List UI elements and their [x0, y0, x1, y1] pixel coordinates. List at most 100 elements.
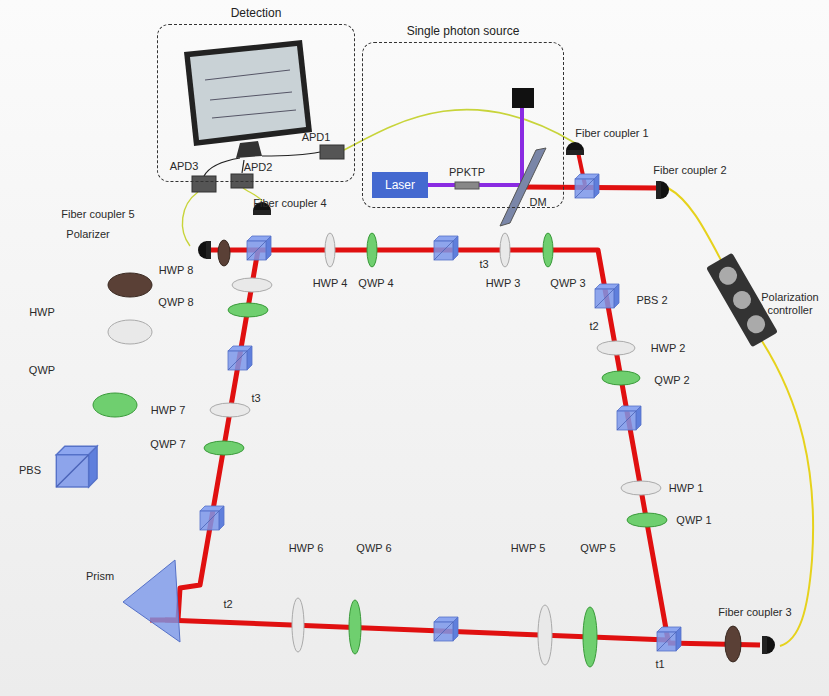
optic-part: [520, 106, 524, 185]
legend-label: Polarizer: [66, 228, 109, 240]
optic-part: [595, 284, 619, 308]
optic-part: [93, 393, 137, 417]
part-label: HWP 2: [651, 342, 686, 355]
optic-part: [716, 263, 741, 288]
optic-part: [165, 250, 668, 640]
part-label: Fiber coupler 2: [653, 164, 726, 177]
optic-part: [108, 273, 152, 297]
part-label: t2: [223, 598, 232, 611]
optic-part: [182, 192, 198, 246]
region-heading: Single photon source: [363, 24, 563, 38]
optic-part: [198, 241, 211, 259]
part-label: t2: [589, 320, 598, 333]
region-heading: Detection: [158, 6, 354, 20]
optic-part: [204, 158, 240, 176]
dashed-region: Single photon sourceLaser: [362, 42, 564, 208]
dashed-region: Detection: [157, 24, 355, 182]
waveplates: [93, 233, 741, 667]
beam: [150, 250, 760, 645]
part-label: Fiber coupler 1: [575, 127, 648, 140]
part-label: PBS 2: [636, 294, 667, 307]
optic-part: [538, 605, 552, 665]
optic-part: [247, 236, 271, 260]
optic-part: [205, 70, 290, 80]
optic-part: [657, 627, 681, 651]
legend-label: QWP: [29, 364, 55, 376]
part-label: QWP 7: [150, 438, 185, 451]
optic-part: [108, 320, 152, 344]
part-label: QWP 5: [580, 542, 615, 555]
part-label: HWP 8: [159, 264, 194, 277]
optic-part: [262, 152, 320, 156]
optic-part: [210, 92, 292, 100]
optic-part: [349, 600, 361, 654]
prism: [123, 560, 180, 642]
optic-part: [566, 142, 584, 155]
optic-part: [325, 233, 335, 267]
optic-part: [344, 110, 575, 150]
optic-part: [434, 236, 458, 260]
part-label: APD2: [244, 161, 273, 174]
optic-part: [292, 598, 304, 652]
optic-part: [597, 341, 635, 355]
part-label: HWP 1: [669, 482, 704, 495]
detectors: [192, 145, 344, 192]
part-label: Fiber coupler 5: [61, 208, 134, 221]
optic-part: [56, 446, 97, 487]
optic-part: [200, 506, 224, 530]
optic-part: [212, 110, 296, 118]
optic-part: [190, 46, 306, 140]
optic-part: [583, 607, 597, 667]
optic-part: [500, 148, 546, 226]
part-label: HWP 7: [151, 404, 186, 417]
optic-part: [627, 513, 667, 527]
optic-part: [668, 643, 760, 645]
optic-part: [228, 346, 252, 370]
monitor: [184, 40, 312, 158]
optic-part: [204, 441, 244, 455]
optic-part: [760, 338, 813, 646]
source-optics: [428, 88, 669, 226]
part-label: Fiber coupler 4: [253, 197, 326, 210]
part-label: t3: [479, 258, 488, 271]
cables: [182, 110, 813, 646]
optic-part: [730, 288, 755, 313]
optic-part: [320, 145, 344, 159]
part-label: t1: [655, 658, 664, 671]
optic-part: [762, 636, 775, 654]
legend-label: HWP: [29, 306, 55, 318]
part-label: QWP 1: [676, 514, 711, 527]
part-label: Polarization controller: [755, 291, 825, 316]
optic-part: [232, 278, 272, 292]
optic-part: [668, 188, 722, 262]
part-label: HWP 5: [511, 542, 546, 555]
optic-part: [621, 481, 661, 495]
optic-part: [236, 141, 262, 158]
part-label: APD3: [170, 160, 199, 173]
optic-part: [543, 233, 553, 267]
optic-part: [617, 406, 641, 430]
optic-part: [656, 181, 669, 199]
optic-part: [367, 233, 377, 267]
part-label: t3: [251, 392, 260, 405]
laser-box: Laser: [372, 172, 428, 198]
legend-label: PBS: [19, 464, 41, 476]
optic-part: [602, 371, 640, 385]
part-label: PPKTP: [449, 166, 485, 179]
optic-part: [434, 617, 458, 641]
part-label: DM: [529, 196, 546, 209]
optic-part: [725, 626, 741, 662]
part-label: Fiber coupler 3: [718, 606, 791, 619]
part-label: APD1: [302, 131, 331, 144]
optic-part: [205, 70, 296, 118]
optic-part: [455, 182, 479, 189]
optic-part: [228, 303, 268, 317]
optic-part: [744, 312, 769, 337]
optic-part: [512, 88, 534, 108]
part-label: HWP 3: [486, 277, 521, 290]
part-label: HWP 4: [313, 277, 348, 290]
beam-splitters: [56, 236, 681, 651]
optic-part: [184, 40, 312, 146]
